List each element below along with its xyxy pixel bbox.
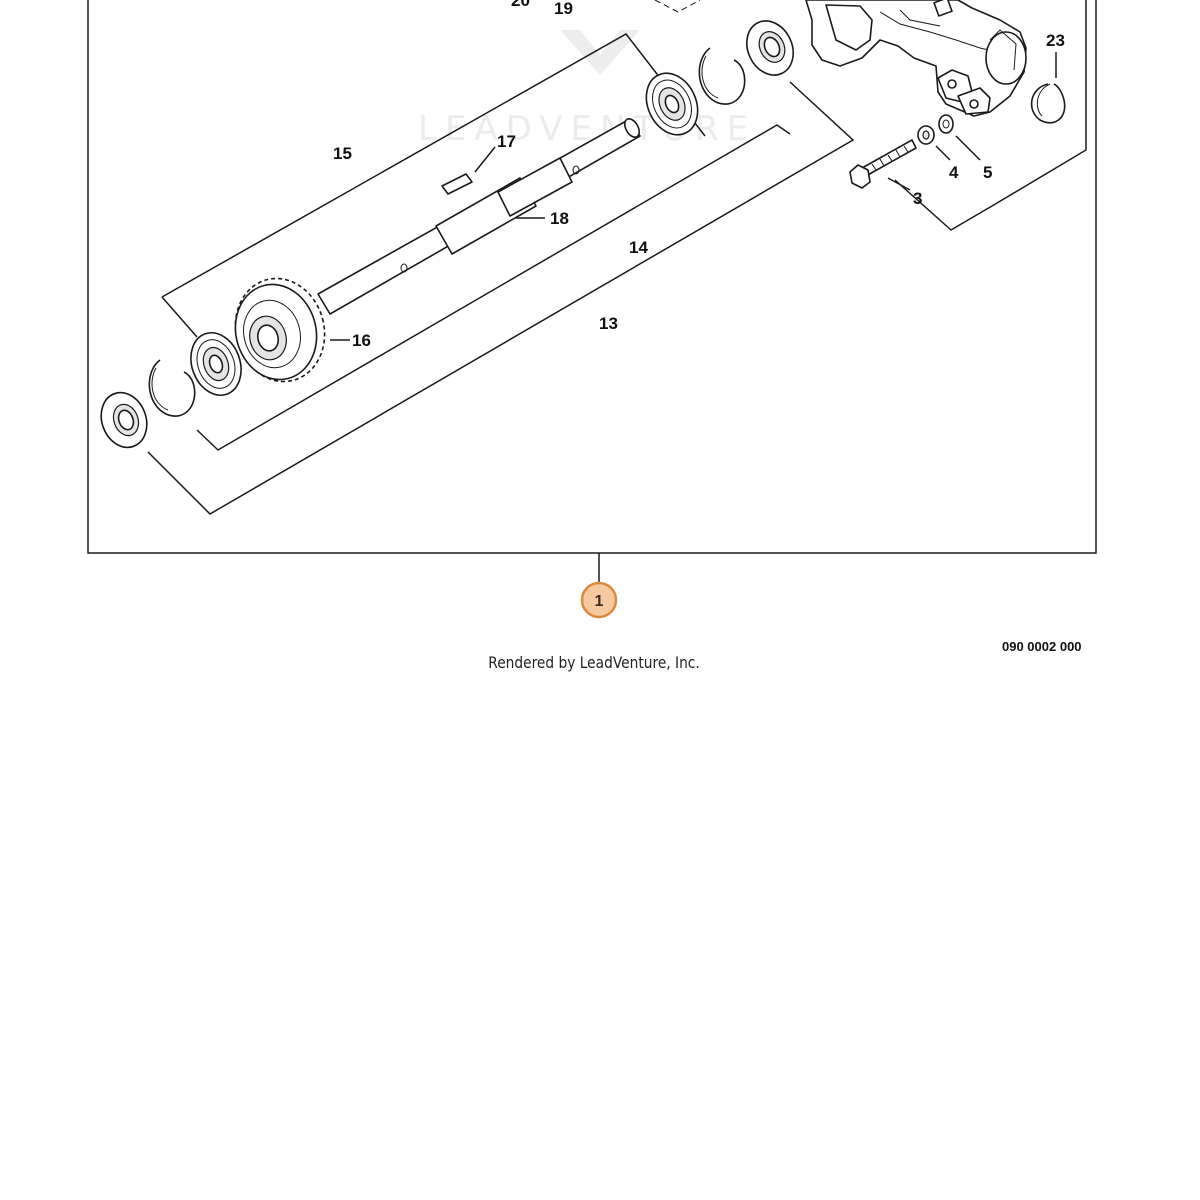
washer-5 xyxy=(938,114,954,134)
callout-15: 15 xyxy=(333,144,352,163)
ball-bearing-upper xyxy=(645,72,699,136)
snap-ring-lower xyxy=(148,359,196,417)
bolt-3 xyxy=(849,139,917,189)
drive-shaft-18 xyxy=(317,118,641,315)
leader-17 xyxy=(474,146,496,173)
leader-5 xyxy=(955,135,981,161)
callout-3: 3 xyxy=(913,189,922,208)
snap-ring-upper xyxy=(698,47,746,105)
shaft-seal-lower xyxy=(100,391,148,449)
assembly-badge-label: 1 xyxy=(595,593,604,610)
assembly-badge-circle[interactable] xyxy=(580,581,618,619)
callout-18: 18 xyxy=(550,209,569,228)
callout-17: 17 xyxy=(497,132,516,151)
callout-19: 19 xyxy=(554,0,573,18)
gear-housing xyxy=(805,0,1027,117)
rendered-by-credit: Rendered by LeadVenture, Inc. xyxy=(488,653,700,672)
leader-3 xyxy=(887,177,911,191)
callout-23: 23 xyxy=(1046,31,1065,50)
bracket-3-4-5 xyxy=(894,0,1087,231)
ball-bearing-lower xyxy=(190,332,242,396)
snap-ring-23 xyxy=(1030,83,1066,124)
partial-part-19-20 xyxy=(654,0,701,13)
callout-13: 13 xyxy=(599,314,618,333)
watermark-logo: LEADVENTURE xyxy=(418,30,748,149)
callout-5: 5 xyxy=(983,163,992,182)
callout-14: 14 xyxy=(629,238,648,257)
drawing-number: 090 0002 000 xyxy=(1002,639,1082,654)
callout-4: 4 xyxy=(949,163,959,182)
callout-20: 20 xyxy=(511,0,530,10)
assembly-frame xyxy=(87,0,1097,554)
bracket-14 xyxy=(196,124,791,451)
bracket-15 xyxy=(161,33,706,338)
spur-gear-16 xyxy=(234,277,326,383)
washer-4 xyxy=(917,125,935,145)
callout-16: 16 xyxy=(352,331,371,350)
shaft-seal-upper xyxy=(746,20,794,76)
bracket-13 xyxy=(147,81,855,515)
leader-4 xyxy=(935,145,951,161)
woodruff-key-17 xyxy=(441,173,473,195)
assembly-badge[interactable]: 1 xyxy=(580,581,618,619)
